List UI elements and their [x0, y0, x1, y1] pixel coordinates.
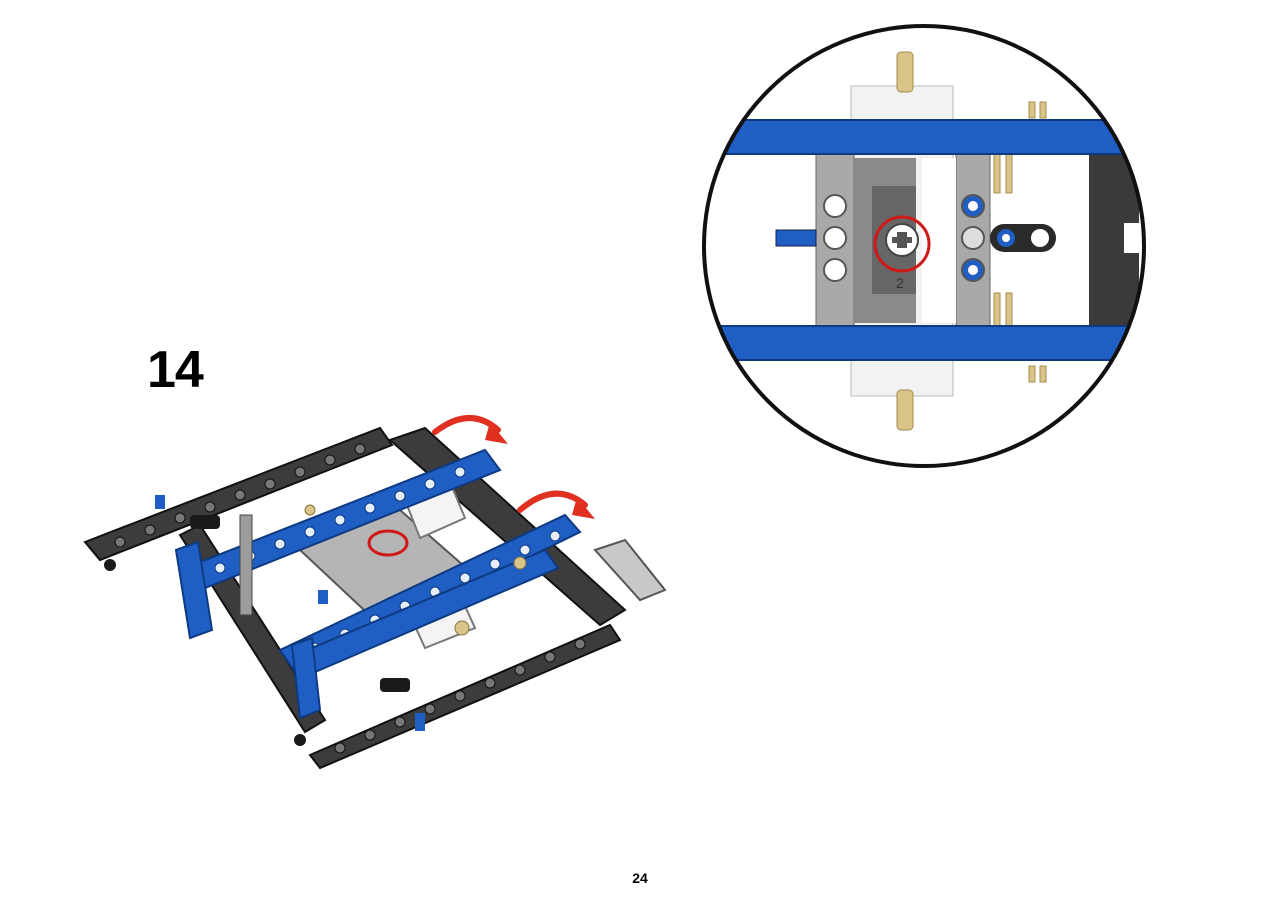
gray-axle [239, 514, 253, 616]
tan-pins [304, 504, 527, 636]
blue-pin-mid [318, 590, 328, 604]
highlight-ring [367, 529, 409, 557]
gray-connector-right [593, 538, 667, 602]
page-number: 24 [632, 870, 648, 886]
blue-pin-left [155, 495, 165, 509]
blue-vertical-left [174, 540, 214, 640]
black-connectors [104, 515, 410, 746]
blue-pin [775, 229, 817, 247]
tan-pins [993, 101, 1047, 383]
zoom-callout: 2 [702, 24, 1146, 468]
axle-top [896, 51, 914, 93]
blue-beam-top [704, 119, 1144, 155]
model-illustration [83, 415, 667, 770]
arrow-head-2 [572, 497, 595, 519]
blue-vertical-right [290, 636, 322, 720]
axle-bottom [896, 389, 914, 431]
blue-pin-front [415, 713, 425, 731]
blue-beam-bottom [704, 325, 1144, 361]
step-number: 14 [147, 341, 204, 399]
arrow-head-1 [485, 422, 508, 444]
highlight-ring [873, 215, 931, 273]
part-label: 2 [896, 275, 904, 291]
